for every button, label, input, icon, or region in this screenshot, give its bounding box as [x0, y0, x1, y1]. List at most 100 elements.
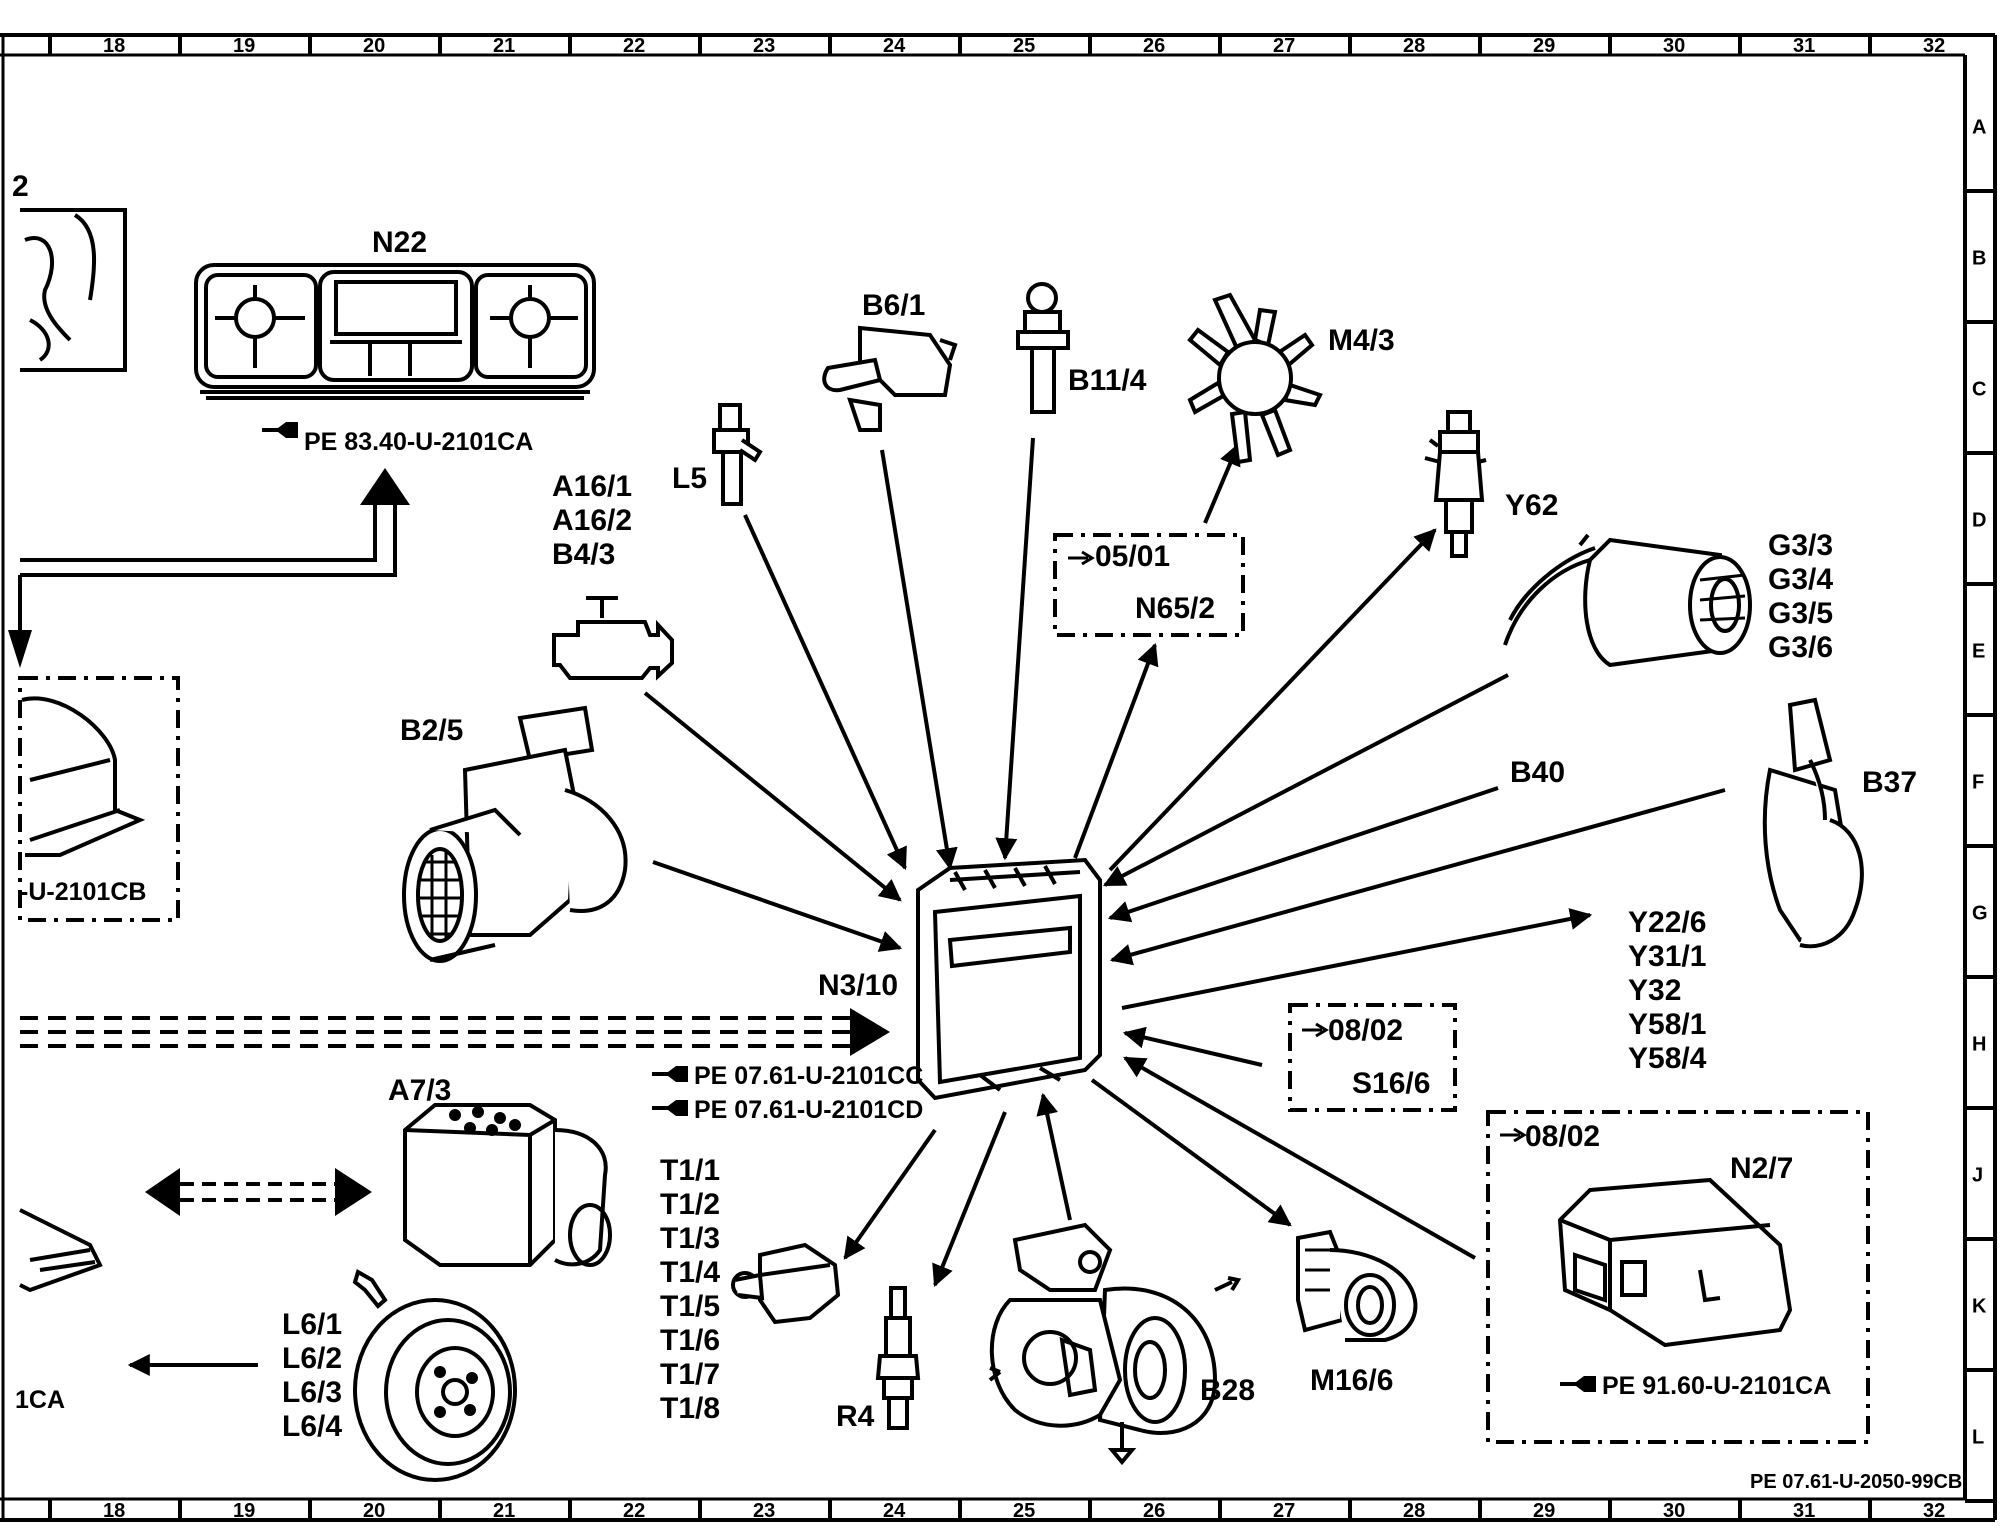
m4-3-fan-symbol	[1187, 292, 1323, 465]
column-number-bottom: 27	[1273, 1500, 1295, 1522]
column-number-top: 22	[623, 35, 645, 57]
row-letter: K	[1972, 1296, 1987, 1318]
b37-label: B37	[1862, 766, 1917, 799]
b6-1-label: B6/1	[862, 289, 925, 322]
arrow-b28	[1036, 1092, 1072, 1221]
b37-accelerator-pedal-symbol	[1762, 697, 1864, 949]
left-dashed-box	[18, 676, 180, 922]
grid-ruler: 1818191920202121222223232424252526262727…	[48, 35, 1995, 1522]
b6-1-camshaft-sensor	[822, 325, 958, 432]
column-number-top: 27	[1273, 35, 1295, 57]
n65-2-ref: 05/01	[1095, 540, 1170, 573]
a7-3-hydraulic-unit-symbol	[403, 1103, 612, 1267]
partial-label-top-left: 2	[12, 170, 29, 203]
column-number-bottom: 21	[493, 1500, 515, 1522]
arrow-y-valves	[1121, 908, 1593, 1010]
column-number-bottom: 24	[883, 1500, 906, 1522]
arrow-right-icon	[1068, 550, 1095, 566]
b11-4-coolant-temp-sensor	[1016, 282, 1070, 414]
y-valve-label-1: Y22/6	[1628, 906, 1706, 939]
t1-label-1: T1/1	[660, 1154, 720, 1187]
signal-arrows	[127, 437, 1726, 1376]
partial-component-top-left	[20, 208, 127, 372]
arrow-g3	[1103, 673, 1509, 887]
row-letter: B	[1972, 248, 1986, 270]
column-number-bottom: 26	[1143, 1500, 1165, 1522]
arrow-down-left	[8, 630, 32, 668]
arrow-right-a7-3	[335, 1168, 372, 1216]
column-number-bottom: 28	[1403, 1500, 1425, 1522]
n22-ref-text: PE 83.40-U-2101CA	[304, 428, 533, 456]
n22-label: N22	[372, 226, 427, 259]
column-number-top: 20	[363, 35, 385, 57]
arrow-m16-6	[1090, 1078, 1292, 1227]
b2-5-air-mass-sensor	[402, 705, 628, 963]
arrow-n2-7	[1123, 1056, 1476, 1260]
column-number-bottom: 25	[1013, 1500, 1035, 1522]
column-number-top: 29	[1533, 35, 1555, 57]
column-number-bottom: 32	[1923, 1500, 1945, 1522]
t1-label-8: T1/8	[660, 1392, 720, 1425]
r4-label: R4	[836, 1400, 875, 1433]
n22-link	[18, 500, 397, 640]
a16-label-2: A16/2	[552, 504, 632, 537]
can-bus-lines	[20, 1016, 860, 1048]
g3-label-3: G3/5	[1768, 597, 1833, 630]
m16-6-throttle-actuator-symbol	[1296, 1229, 1418, 1342]
b2-5-label: B2/5	[400, 714, 463, 747]
arrow-b11-4	[995, 437, 1035, 861]
arrow-y62	[1108, 528, 1437, 872]
g3-label-2: G3/4	[1768, 563, 1833, 596]
column-number-top: 23	[753, 35, 775, 57]
row-letter: J	[1972, 1165, 1983, 1187]
y-valve-label-3: Y32	[1628, 974, 1681, 1007]
t1-label-7: T1/7	[660, 1358, 720, 1391]
arrow-into-n3-10	[850, 1008, 890, 1056]
row-letter: G	[1972, 903, 1988, 925]
hand-pointer-icon	[652, 1066, 688, 1082]
column-number-top: 32	[1923, 35, 1945, 57]
arrow-n65-2	[1073, 642, 1159, 859]
m16-6-label: M16/6	[1310, 1364, 1393, 1397]
t1-label-2: T1/2	[660, 1188, 720, 1221]
n22-reference: PE 83.40-U-2101CA	[262, 422, 533, 456]
left-box-ref: -U-2101CB	[20, 878, 146, 906]
column-number-top: 24	[883, 35, 906, 57]
n3-10-label: N3/10	[818, 969, 898, 1002]
engine-icon	[552, 596, 674, 681]
arrow-m4-3	[1203, 442, 1241, 524]
column-number-top: 25	[1013, 35, 1035, 57]
row-letter: L	[1972, 1427, 1984, 1449]
n3-10-references: PE 07.61-U-2101CC PE 07.61-U-2101CD	[652, 1062, 923, 1124]
n2-7-doc: PE 91.60-U-2101CA	[1602, 1372, 1831, 1400]
row-letter: E	[1972, 641, 1985, 663]
l6-wheel-speed-sensor-symbol	[352, 1269, 517, 1482]
a7-3-link	[180, 1182, 335, 1202]
arrow-up-to-n22	[360, 468, 410, 505]
t1-label-4: T1/4	[660, 1256, 720, 1289]
arrow-right-icon	[1302, 1022, 1329, 1038]
b28-turbocharger-symbol	[988, 1222, 1242, 1466]
arrow-b37	[1109, 788, 1726, 966]
y62-label: Y62	[1505, 489, 1558, 522]
n2-7-label: N2/7	[1730, 1152, 1793, 1185]
t1-label-3: T1/3	[660, 1222, 720, 1255]
b11-4-label: B11/4	[1068, 364, 1147, 397]
column-number-top: 21	[493, 35, 515, 57]
a16-label-3: B4/3	[552, 538, 615, 571]
a16-label-1: A16/1	[552, 470, 632, 503]
a7-3-label: A7/3	[388, 1074, 451, 1107]
l5-crankshaft-sensor	[712, 403, 763, 506]
y62-injector-symbol	[1424, 410, 1487, 558]
g3-label-1: G3/3	[1768, 529, 1833, 562]
g3-oxygen-sensor-symbol	[1503, 533, 1752, 668]
partial-label-bottom-left: 1CA	[15, 1386, 65, 1414]
partial-component-bottom-left	[19, 1208, 103, 1293]
arrow-right-icon	[1500, 1127, 1527, 1143]
n3-10-ecu-symbol	[916, 857, 1102, 1101]
row-letter: D	[1972, 510, 1986, 532]
n2-7-dashed-box	[1486, 1110, 1870, 1444]
n3-10-ref-1: PE 07.61-U-2101CC	[694, 1062, 923, 1090]
column-number-top: 30	[1663, 35, 1685, 57]
